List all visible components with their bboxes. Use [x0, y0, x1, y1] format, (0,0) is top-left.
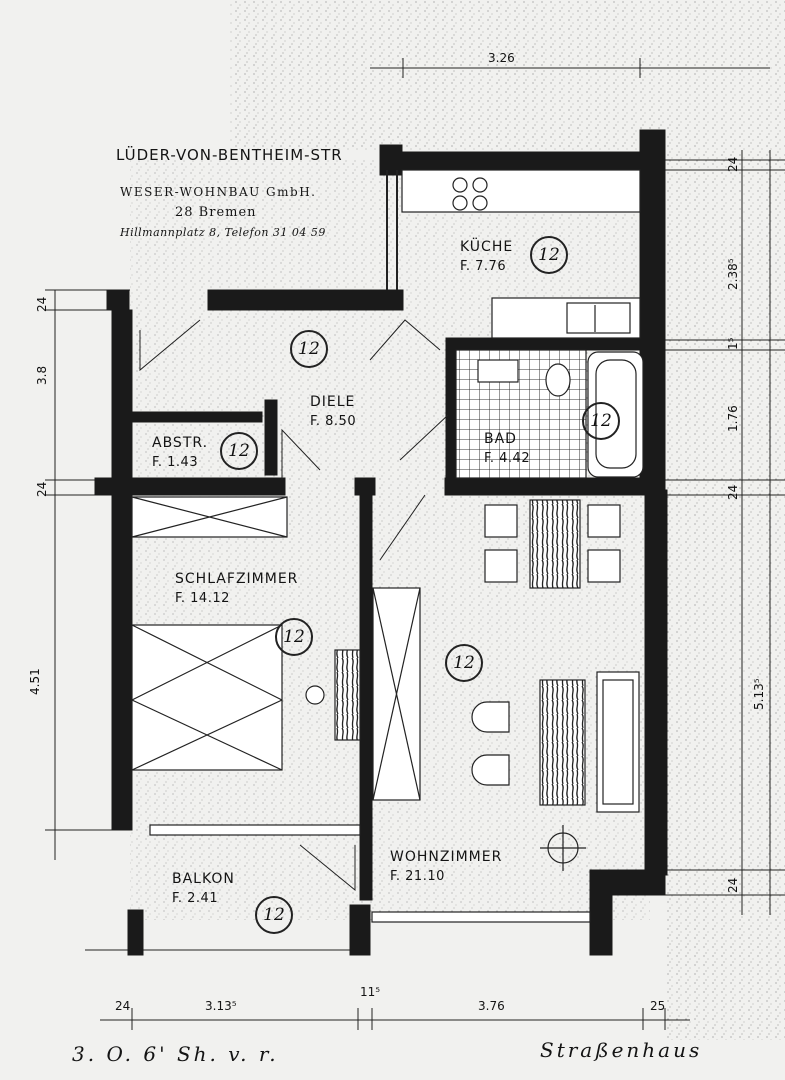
dim-left-2: 24 [35, 481, 49, 497]
dim-bottom-2: 11⁵ [360, 985, 381, 999]
living-furniture [149, 499, 640, 923]
wall-bottom-balkon [349, 904, 371, 956]
wall-kueche-top [401, 151, 641, 171]
wall-top-left [106, 289, 130, 311]
room-label-abstr: ABSTR. [152, 435, 209, 451]
wall-bath-top [445, 337, 647, 351]
room-label-balkon: BALKON [172, 871, 235, 887]
room-mark-wohnzimmer: 12 [445, 644, 483, 682]
wall-wohn-top [444, 477, 646, 496]
dim-right-6: 24 [726, 877, 740, 893]
room-mark-schlafzimmer: 12 [275, 618, 313, 656]
wall-outer-right [644, 489, 668, 876]
dim-left-3: 4.51 [28, 668, 42, 695]
wall-top-diele [207, 289, 404, 311]
wall-bath-left [445, 344, 457, 481]
street-name: LÜDER-VON-BENTHEIM-STR [116, 146, 343, 164]
dim-top-width: 3.26 [488, 51, 515, 65]
dimension-bottom [85, 949, 690, 1030]
dim-right-5: 5.13⁵ [752, 678, 766, 710]
room-label-schlafzimmer: SCHLAFZIMMER [175, 571, 299, 587]
room-label-wohnzimmer: WOHNZIMMER [390, 849, 503, 865]
room-area-wohnzimmer: F. 21.10 [390, 869, 445, 884]
dim-bottom-1: 3.13⁵ [205, 999, 237, 1013]
dim-bottom-4: 25 [650, 999, 666, 1013]
room-mark-abstr: 12 [220, 432, 258, 470]
room-mark-diele: 12 [290, 330, 328, 368]
handwritten-note-left: 3. O. 6' Sh. v. r. [72, 1042, 279, 1066]
wall-balkon-left [127, 909, 144, 956]
wall-partition [359, 479, 373, 901]
wall-abstr-top [131, 411, 263, 423]
dim-right-3: 1.76 [726, 405, 740, 432]
room-label-diele: DIELE [310, 394, 356, 410]
room-area-diele: F. 8.50 [310, 414, 357, 429]
wall-right-jog [589, 869, 613, 956]
handwritten-note-right: Straßenhaus [540, 1038, 703, 1062]
company-city: 28 Bremen [175, 205, 257, 220]
room-mark-kueche: 12 [530, 236, 568, 274]
bedroom-furniture [131, 496, 361, 771]
room-label-bad: BAD [484, 431, 517, 447]
company-address: Hillmannplatz 8, Telefon 31 04 59 [120, 226, 326, 239]
dimension-top [370, 58, 770, 78]
room-area-abstr: F. 1.43 [152, 455, 199, 470]
bathroom-fixtures [455, 349, 644, 479]
dim-bottom-3: 3.76 [478, 999, 505, 1013]
dim-left-0: 24 [35, 296, 49, 312]
room-area-bad: F. 4.42 [484, 451, 531, 466]
door-swings [139, 319, 449, 892]
dim-bottom-0: 24 [115, 999, 131, 1013]
dim-right-4: 24 [726, 484, 740, 500]
room-mark-bad: 12 [582, 402, 620, 440]
company-name: WESER-WOHNBAU GmbH. [120, 185, 317, 199]
dim-right-2: 1⁵ [726, 337, 740, 350]
dim-right-1: 2.38⁵ [726, 258, 740, 290]
room-label-kueche: KÜCHE [460, 239, 514, 255]
wall-abstr-right [264, 399, 278, 476]
kitchen-fixtures [401, 169, 641, 339]
wall-left-outer [111, 309, 133, 831]
dim-left-1: 3.8 [35, 365, 49, 385]
room-area-schlafzimmer: F. 14.12 [175, 591, 230, 606]
dim-right-0: 24 [726, 156, 740, 172]
room-mark-balkon: 12 [255, 896, 293, 934]
dimension-right [665, 150, 785, 915]
room-area-balkon: F. 2.41 [172, 891, 219, 906]
walls [94, 129, 668, 956]
wall-mid-horizontal [94, 477, 286, 496]
room-area-kueche: F. 7.76 [460, 259, 507, 274]
wall-outer-right-top [639, 129, 666, 491]
paper-speckle-right [665, 100, 785, 1040]
wall-kueche-left-top [379, 144, 403, 176]
